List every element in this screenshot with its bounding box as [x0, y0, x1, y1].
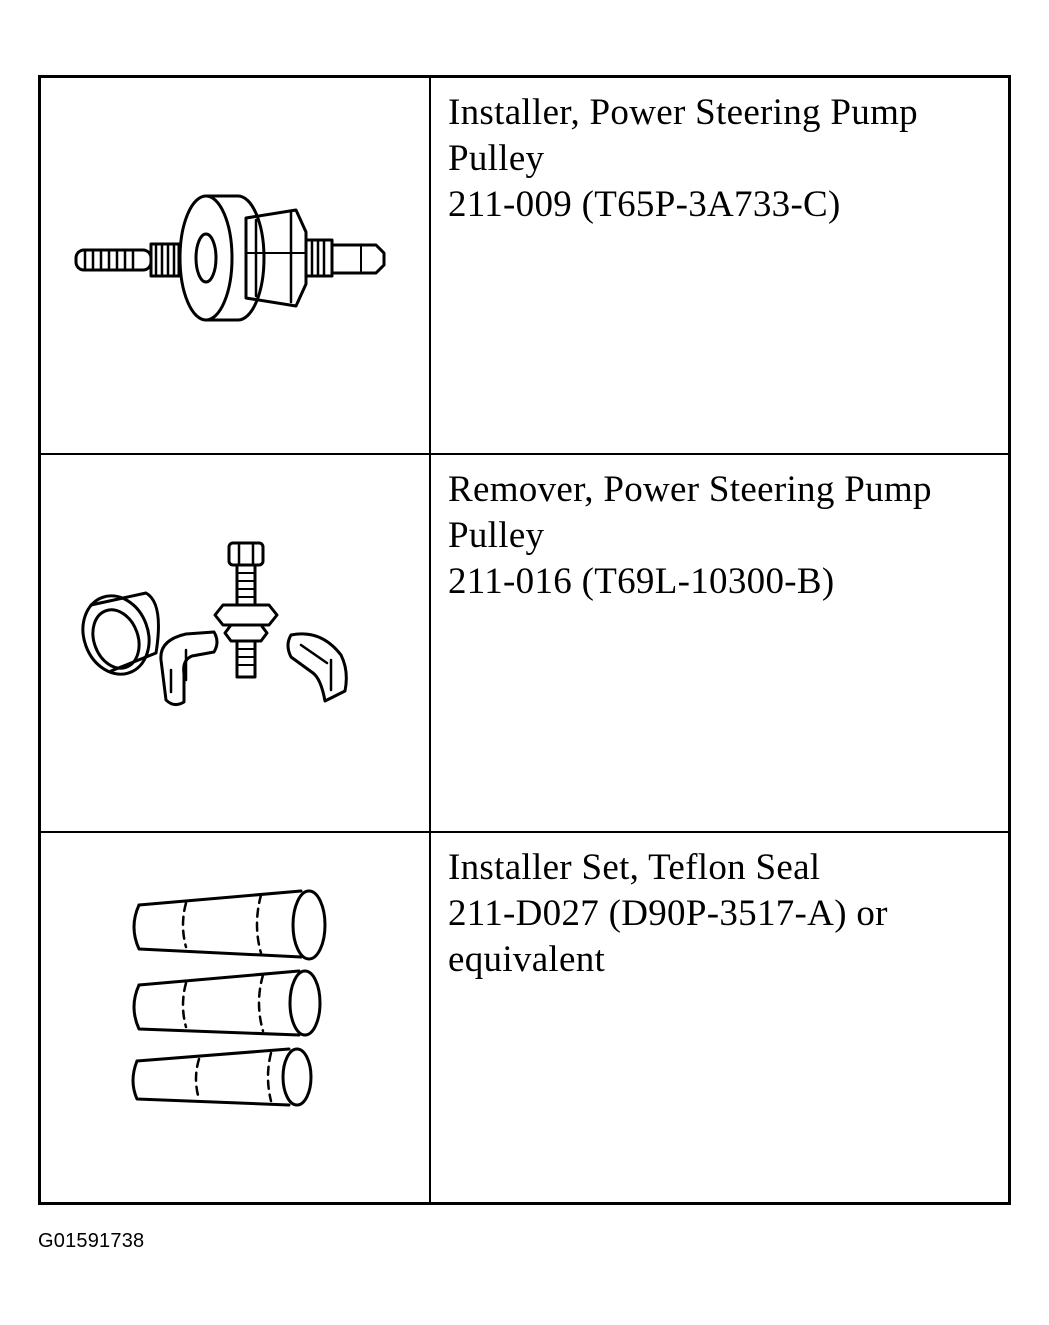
tool-description-cell: Remover, Power Steering Pump Pulley 211-…: [431, 455, 1008, 833]
tool-name-line: Remover, Power Steering Pump: [448, 469, 932, 510]
special-tools-table: Installer, Power Steering Pump Pulley 21…: [38, 75, 1011, 1205]
figure-id: G01591738: [38, 1230, 145, 1252]
tool-name-line: Installer Set, Teflon Seal: [448, 847, 821, 888]
pulley-remover-icon: [81, 541, 348, 707]
teflon-seal-installer-set-icon: [131, 889, 327, 1107]
tool-description-cell: Installer, Power Steering Pump Pulley 21…: [431, 78, 1008, 455]
tool-illustration-cell: [41, 455, 431, 833]
tool-name-line: Pulley: [448, 515, 545, 556]
tool-name-line: equivalent: [448, 939, 606, 980]
tool-part-number: 211-016 (T69L-10300-B): [448, 561, 835, 602]
tool-description-cell: Installer Set, Teflon Seal 211-D027 (D90…: [431, 833, 1008, 1202]
tool-name-line: Pulley: [448, 138, 545, 179]
tool-name-line: 211-D027 (D90P-3517-A) or: [448, 893, 888, 934]
tool-illustration-cell: [41, 833, 431, 1202]
tool-part-number: 211-009 (T65P-3A733-C): [448, 184, 841, 225]
pulley-installer-icon: [74, 194, 386, 322]
tool-name-line: Installer, Power Steering Pump: [448, 92, 918, 133]
tool-illustration-cell: [41, 78, 431, 455]
